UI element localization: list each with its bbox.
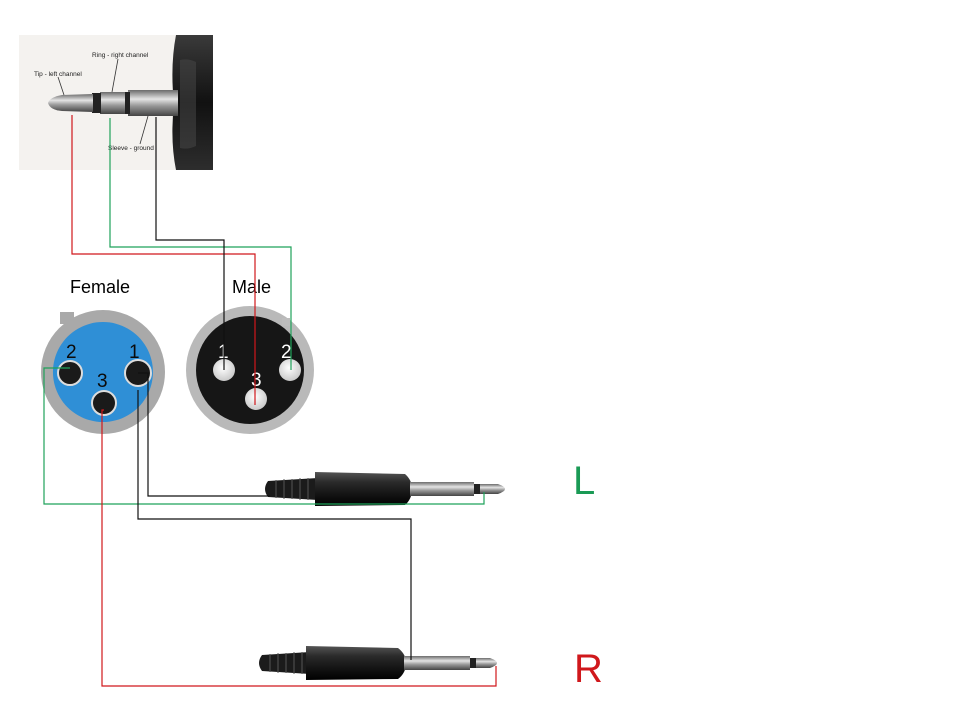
male-pin-2 (279, 359, 301, 381)
xlr-male-connector: Male 1 2 3 (186, 277, 314, 434)
male-pin-2-label: 2 (281, 342, 292, 363)
male-title: Male (232, 277, 271, 297)
wire-tip-to-male-pin3 (71, 115, 256, 405)
quarter-inch-plug-left (265, 472, 505, 506)
tip-leader (57, 76, 65, 96)
quarter-inch-plug-right (259, 646, 497, 680)
wire-female-pin2-to-left-tip (43, 367, 485, 505)
wire-female-pin1-to-right-sleeve (137, 390, 412, 660)
wire-sleeve-to-male-pin1 (155, 117, 225, 370)
wire-female-pin1-to-left-sleeve (138, 372, 270, 497)
xlr-female-connector: Female 1 2 3 (41, 277, 165, 434)
tip-label: Tip - left channel (34, 71, 82, 78)
channel-left-label: L (573, 459, 595, 503)
wire-ring-to-male-pin2 (109, 118, 292, 370)
trs-insulator-1 (92, 93, 101, 113)
trs-ring (100, 92, 125, 114)
sleeve-leader (139, 115, 149, 145)
female-key (60, 312, 74, 324)
female-pin-2 (57, 360, 83, 386)
trs-sleeve (128, 90, 178, 116)
trs-jack-photo: Tip - left channel Ring - right channel … (19, 35, 213, 170)
trs-tip (48, 94, 93, 112)
trs-plug-body (172, 35, 213, 170)
male-pin-3 (245, 388, 267, 410)
female-pin-3 (91, 390, 117, 416)
sleeve-label: Sleeve - ground (108, 145, 154, 152)
ring-label: Ring - right channel (92, 52, 149, 59)
male-pin-3-label: 3 (251, 370, 262, 391)
male-face (196, 316, 304, 424)
wires (43, 115, 497, 687)
trs-insulator-2 (124, 92, 130, 114)
female-face (52, 322, 153, 422)
channel-right-label: R (574, 647, 603, 691)
wire-female-pin3-to-right-tip (101, 409, 497, 687)
female-pin-2-label: 2 (66, 342, 77, 363)
ring-leader (111, 58, 119, 93)
male-notch (282, 318, 290, 326)
male-pin-1-label: 1 (218, 342, 229, 363)
female-pin-1-label: 1 (129, 342, 140, 363)
female-pin-3-label: 3 (97, 371, 108, 392)
female-title: Female (70, 277, 130, 297)
